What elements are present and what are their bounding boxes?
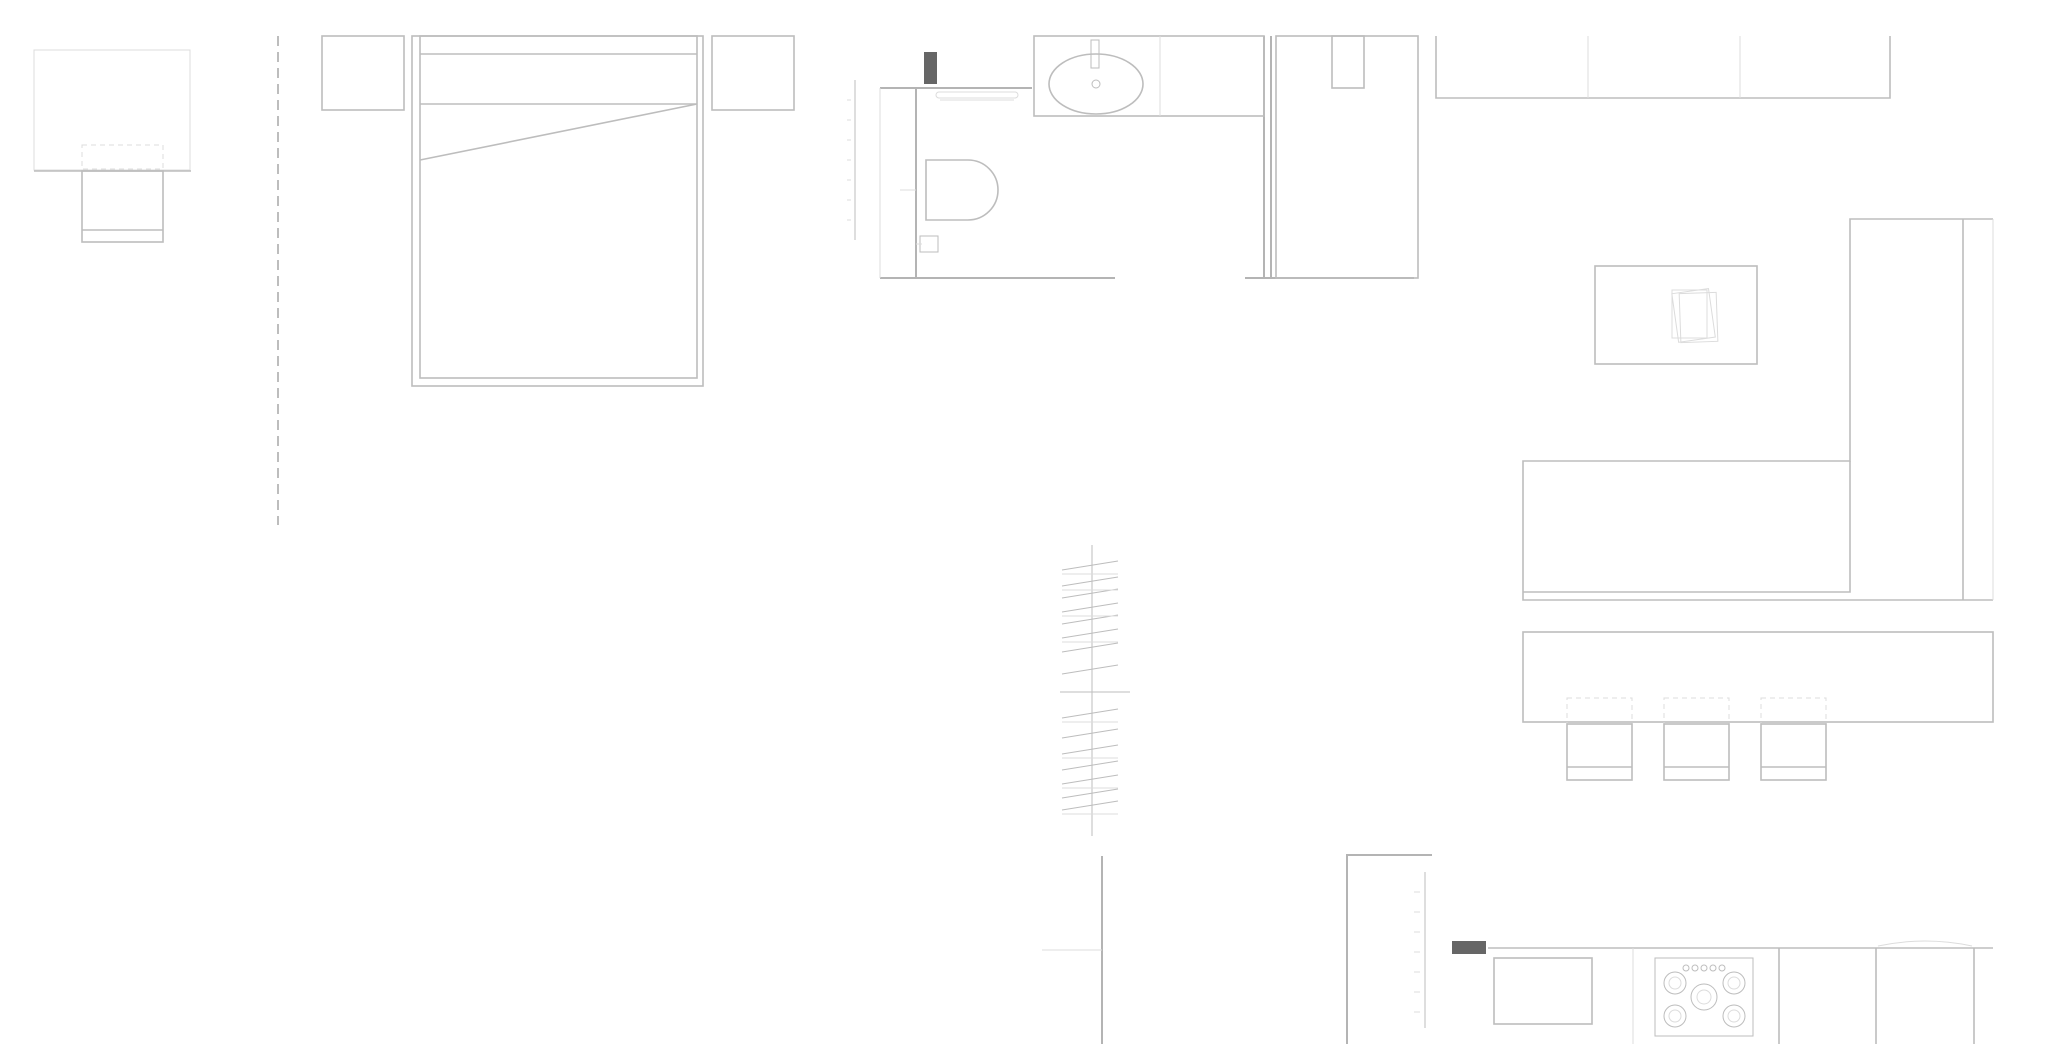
- shelf: [935, 91, 1019, 101]
- kitchen-island: [1522, 631, 1994, 723]
- staircase: [1060, 545, 1130, 836]
- double-bed: [411, 35, 704, 387]
- toilet: [900, 159, 999, 221]
- flush-button: [924, 52, 937, 84]
- nightstand-right: [711, 35, 795, 111]
- washbasin: [1033, 35, 1265, 117]
- kitchen-sink: [1493, 957, 1593, 1025]
- kitchen-counter: [1488, 940, 1993, 1044]
- chair-with-desk: [33, 49, 191, 243]
- range-hood-switch: [1452, 941, 1486, 954]
- nightstand-left: [321, 35, 405, 111]
- towel-radiator: [847, 80, 856, 240]
- bathroom: [879, 36, 1414, 279]
- towel-radiator-lower: [1414, 872, 1426, 1028]
- coffee-table: [1594, 265, 1758, 365]
- toilet-paper-holder: [916, 235, 939, 253]
- cabinet-top: [1435, 36, 1891, 99]
- bar-stools: [1566, 697, 1827, 781]
- l-shaped-sofa: [1522, 218, 1994, 601]
- shower-stall: [1275, 35, 1419, 279]
- magazines: [1671, 288, 1719, 344]
- cooktop-5-burner: [1654, 957, 1754, 1037]
- lower-walls: [1042, 854, 1432, 1044]
